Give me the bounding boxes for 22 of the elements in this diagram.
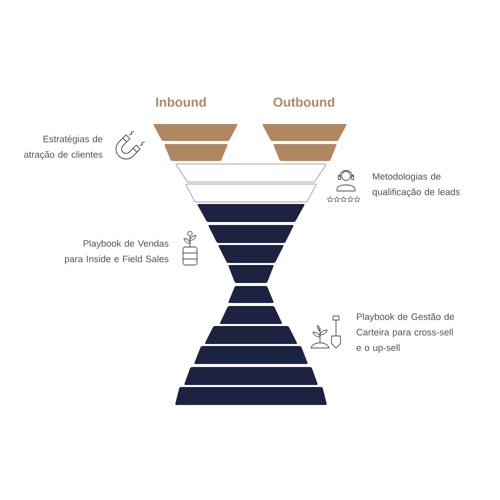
funnel-band [175, 387, 327, 405]
funnel-band [164, 144, 228, 161]
funnel-band [228, 286, 274, 303]
heading-text: Inbound [156, 97, 206, 107]
funnel-band [273, 144, 337, 161]
funnel-band [208, 225, 294, 243]
funnel-band [184, 367, 318, 385]
funnel-band [262, 124, 346, 141]
funnel-band [176, 164, 326, 182]
description-text: Playbook de Gestão de Carteira para cross-sell e o up-sell [356, 313, 454, 353]
funnel-band [186, 184, 316, 202]
funnel-band [228, 265, 274, 283]
funnel-band [220, 306, 282, 324]
description-text: Playbook de Vendas para Inside e Field Sales [64, 240, 168, 264]
description-text: Metodologias de qualificação de leads [372, 172, 460, 198]
funnel-band [218, 245, 284, 263]
funnel-band [154, 124, 238, 141]
heading-text: Outbound [274, 97, 334, 107]
funnel-band [205, 326, 297, 344]
funnel-band [194, 346, 308, 364]
funnel-band [198, 204, 304, 222]
description-text: Estratégias de atração de clientes [24, 135, 102, 160]
